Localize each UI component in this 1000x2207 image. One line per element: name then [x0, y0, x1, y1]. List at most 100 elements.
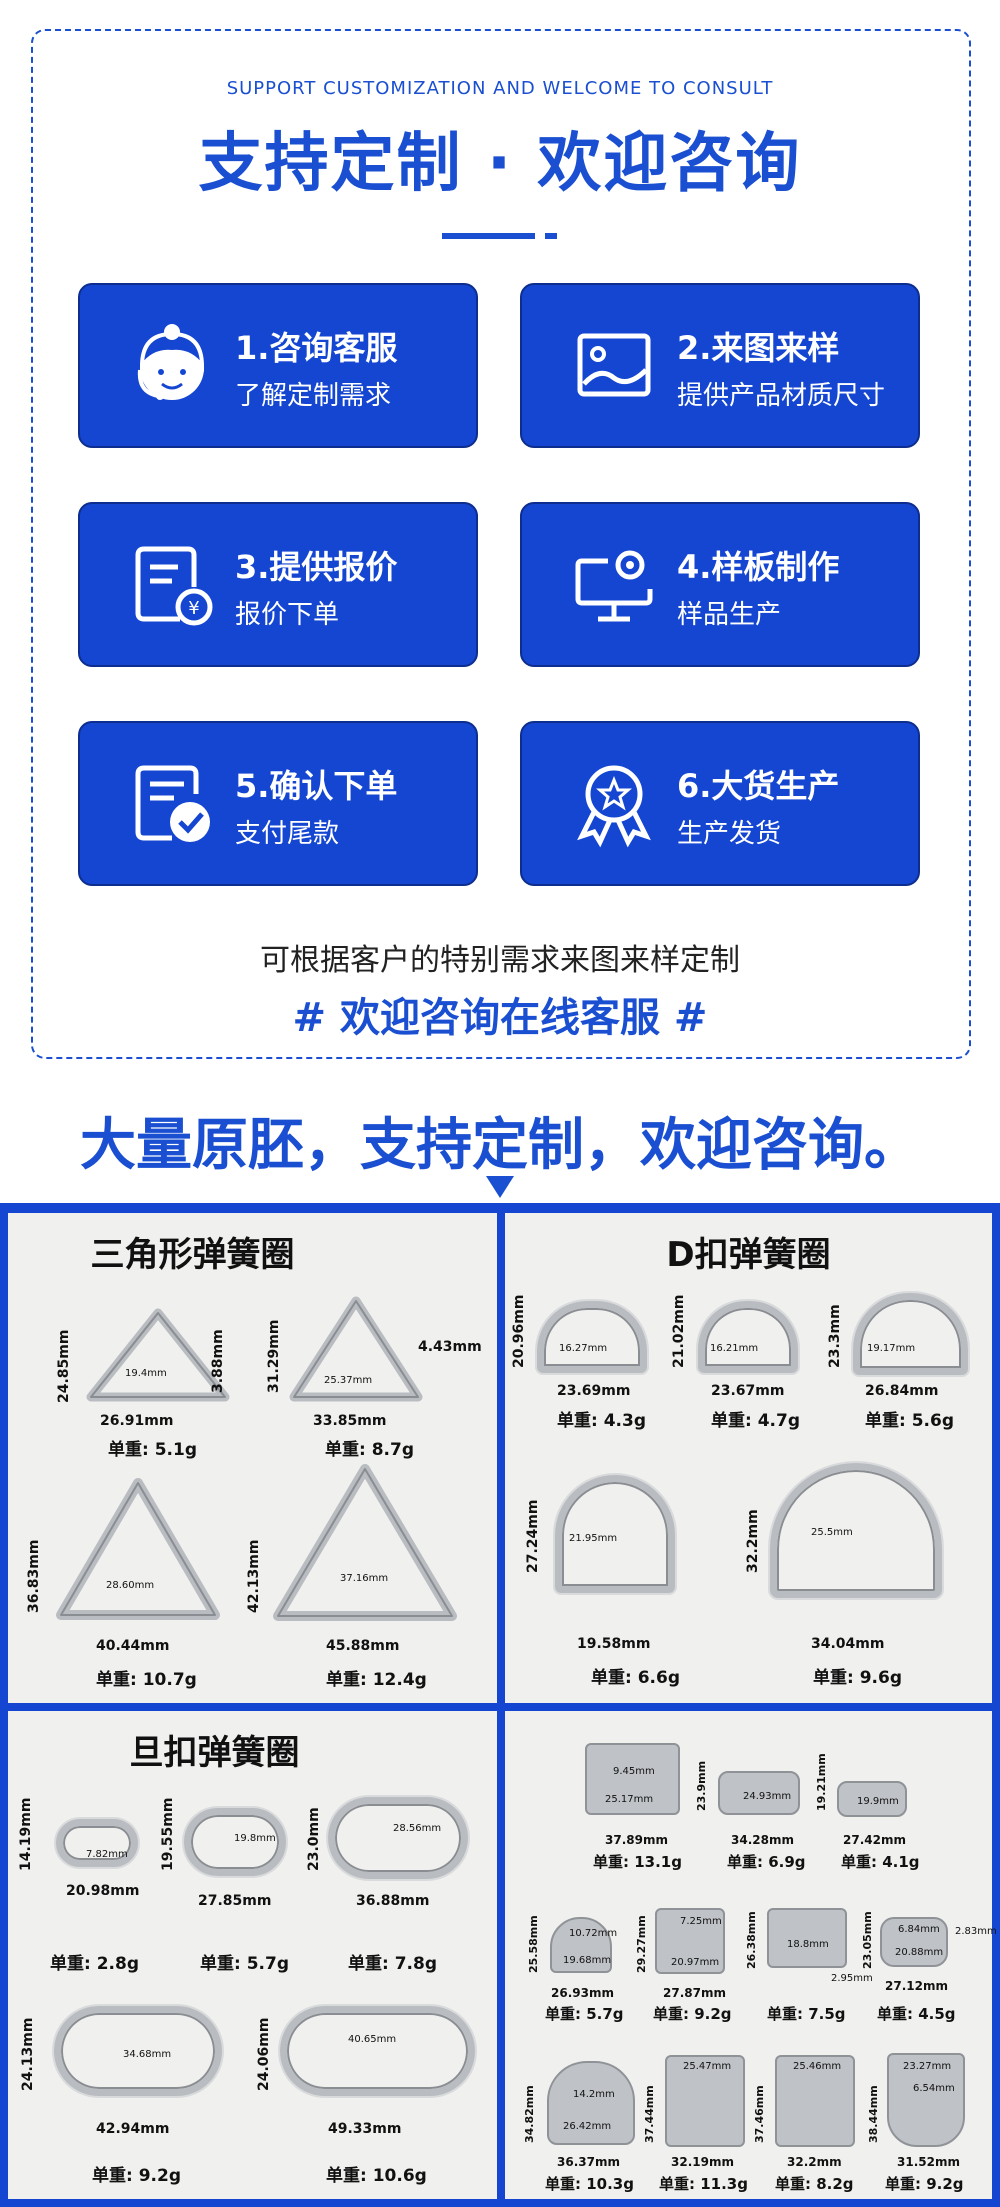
dim-width: 27.12mm [885, 1979, 948, 1993]
dim-inner: 25.47mm [683, 2061, 732, 2072]
dim-inner: 23.27mm [903, 2061, 952, 2072]
step-card-5[interactable]: 5.确认下单 支付尾款 [78, 721, 478, 886]
buckle-ladder [665, 2055, 745, 2147]
weight-label: 单重: 10.6g [326, 2166, 427, 2186]
step-desc: 提供产品材质尺寸 [677, 381, 886, 411]
image-icon [577, 333, 651, 397]
dim-inner: 9.45mm [613, 1766, 655, 1777]
dim-inner: 19.68mm [563, 1955, 612, 1966]
step-title: 1.咨询客服 [235, 329, 398, 367]
customization-frame [31, 29, 971, 1059]
dim-inner: 19.9mm [857, 1796, 899, 1807]
custom-note: 可根据客户的特别需求来图来样定制 [260, 943, 740, 978]
weight-label: 单重: 9.2g [653, 2005, 732, 2023]
dim-inner-width: 16.27mm [559, 1343, 608, 1354]
step-card-1[interactable]: 1.咨询客服 了解定制需求 [78, 283, 478, 448]
buckle-g-hook [655, 1908, 725, 1974]
weight-label: 单重: 7.5g [767, 2005, 846, 2023]
dim-width: 33.85mm [313, 1413, 387, 1429]
weight-label: 单重: 10.3g [545, 2175, 634, 2193]
dim-height: 34.82mm [523, 2085, 536, 2143]
dim-inner: 26.42mm [563, 2121, 612, 2132]
triangle-ring [86, 1308, 230, 1402]
d-ring [770, 1463, 942, 1598]
buckle-8-slider [880, 1917, 948, 1967]
award-badge-icon [577, 765, 651, 848]
dim-width: 37.89mm [605, 1833, 668, 1847]
step-title: 3.提供报价 [235, 548, 398, 586]
weight-label: 单重: 6.6g [591, 1668, 681, 1688]
step-card-3[interactable]: ¥ 3.提供报价 报价下单 [78, 502, 478, 667]
weight-label: 单重: 11.3g [659, 2175, 748, 2193]
dim-wire: 4.43mm [418, 1339, 482, 1355]
dim-inner: 18.8mm [787, 1939, 829, 1950]
step-title: 2.来图来样 [677, 329, 840, 367]
d-ring [853, 1293, 968, 1375]
dim-wire: 2.83mm [955, 1926, 997, 1937]
oval-ring [328, 1797, 468, 1879]
step-title: 4.样板制作 [677, 548, 840, 586]
dim-height: 23.05mm [861, 1911, 874, 1969]
dim-width: 40.44mm [96, 1638, 170, 1654]
buckle-triangle-ladder [887, 2053, 965, 2147]
dim-inner: 6.84mm [898, 1924, 940, 1935]
dim-height: 24.13mm [20, 2017, 36, 2091]
dim-width: 32.19mm [671, 2155, 734, 2169]
dim-height: 19.21mm [815, 1753, 828, 1811]
dim-inner-width: 40.65mm [348, 2034, 397, 2045]
step-desc: 样品生产 [677, 600, 782, 630]
dim-height: 32.2mm [745, 1509, 761, 1573]
dim-width: 49.33mm [328, 2121, 402, 2137]
dim-inner-width: 21.95mm [569, 1533, 618, 1544]
dim-wire: 3.88mm [210, 1329, 226, 1393]
buckle-d-plate [547, 2061, 635, 2145]
weight-label: 单重: 13.1g [593, 1853, 682, 1871]
panel-buckles: 9.45mm 25.17mm 37.89mm 单重: 13.1g 24.93mm… [505, 1711, 997, 2199]
step-card-4[interactable]: 4.样板制作 样品生产 [520, 502, 920, 667]
oval-ring [184, 1808, 286, 1876]
panel-d-ring: D扣弹簧圈 16.27mm 23.69mm 20.96mm 单重: 4.3g 1… [505, 1213, 992, 1703]
oval-ring [280, 2006, 475, 2096]
step-card-2[interactable]: 2.来图来样 提供产品材质尺寸 [520, 283, 920, 448]
buckle-g-hook [585, 1743, 680, 1815]
dim-width: 26.84mm [865, 1383, 939, 1399]
dim-height: 38.44mm [867, 2085, 880, 2143]
dim-height: 29.27mm [635, 1915, 648, 1973]
dim-width: 45.88mm [326, 1638, 400, 1654]
dim-height: 37.46mm [753, 2085, 766, 2143]
svg-text:¥: ¥ [188, 598, 199, 619]
weight-label: 单重: 4.1g [841, 1853, 920, 1871]
dim-height: 21.02mm [671, 1294, 687, 1368]
panel-oval: 旦扣弹簧圈 7.82mm 20.98mm 14.19mm 单重: 2.8g 19… [8, 1711, 497, 2199]
buckle-ladder [775, 2055, 855, 2147]
dim-height: 14.19mm [18, 1797, 34, 1871]
dim-height: 19.55mm [160, 1797, 176, 1871]
d-ring [698, 1301, 798, 1373]
triangle-ring [289, 1296, 423, 1402]
weight-label: 单重: 6.9g [727, 1853, 806, 1871]
step-desc: 支付尾款 [235, 819, 340, 849]
panel-triangle: 三角形弹簧圈 19.4mm 26.91mm 24.85mm 3.88mm 单重:… [8, 1213, 497, 1703]
dim-height: 23.3mm [827, 1304, 843, 1368]
dim-height: 37.44mm [643, 2085, 656, 2143]
buckle-s-hook [767, 1908, 847, 1968]
subtitle-en: SUPPORT CUSTOMIZATION AND WELCOME TO CON… [226, 78, 774, 99]
dim-inner: 6.54mm [913, 2083, 955, 2094]
step-title: 6.大货生产 [677, 767, 840, 805]
weight-label: 单重: 8.7g [325, 1440, 415, 1460]
dim-width: 23.67mm [711, 1383, 785, 1399]
title-underline [442, 233, 535, 239]
dim-width: 34.28mm [731, 1833, 794, 1847]
dim-inner: 14.2mm [573, 2089, 615, 2100]
weight-label: 单重: 5.7g [545, 2005, 624, 2023]
dim-inner-width: 16.21mm [710, 1343, 759, 1354]
dim-inner-width: 28.60mm [106, 1580, 155, 1591]
triangle-ring [273, 1464, 457, 1621]
dim-height: 24.85mm [56, 1329, 72, 1403]
weight-label: 单重: 4.7g [711, 1411, 801, 1431]
weight-label: 单重: 9.2g [92, 2166, 182, 2186]
step-card-6[interactable]: 6.大货生产 生产发货 [520, 721, 920, 886]
confirm-document-icon [135, 765, 210, 842]
weight-label: 单重: 5.6g [865, 1411, 955, 1431]
weight-label: 单重: 5.7g [200, 1954, 290, 1974]
